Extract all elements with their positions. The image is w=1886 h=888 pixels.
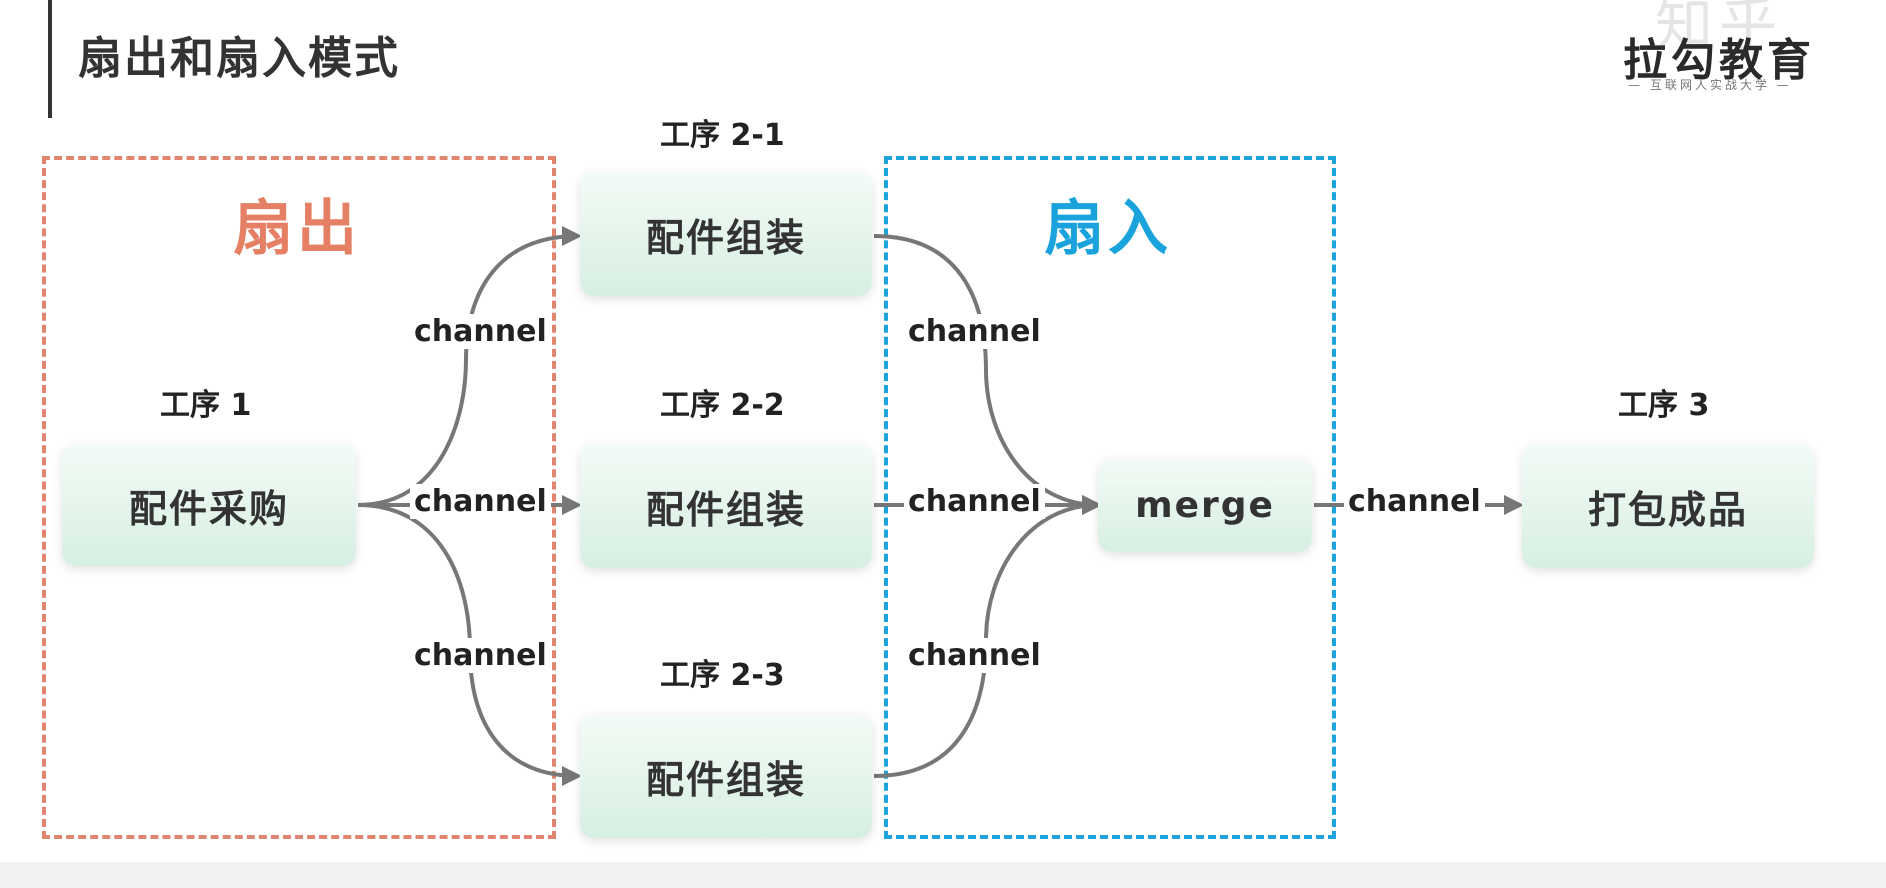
fanout-group-box [42, 156, 556, 839]
channel-label-s22-merge: channel [904, 484, 1045, 519]
watermark: 知乎 [1655, 0, 1784, 59]
logo-name: 拉勾教育 [1623, 35, 1815, 86]
step-2-3-label: 工序 2-3 [660, 658, 785, 693]
node-packaging: 打包成品 [1522, 444, 1814, 568]
logo-tagline: — 互联网人实战大学 — [1628, 78, 1792, 92]
node-assembly-1: 配件组装 [580, 172, 872, 296]
channel-label-s21-merge: channel [904, 314, 1045, 349]
node-merge: merge [1098, 458, 1312, 552]
title-accent-bar [48, 0, 52, 118]
fanin-group-label: 扇入 [1044, 194, 1172, 264]
page-title: 扇出和扇入模式 [78, 33, 400, 84]
arrow-s1-to-s21 [357, 226, 582, 507]
node-purchase: 配件采购 [62, 444, 356, 566]
node-assembly-2: 配件组装 [580, 444, 872, 568]
step-2-2-label: 工序 2-2 [660, 388, 785, 423]
channel-label-s23-merge: channel [904, 638, 1045, 673]
bottom-strip [0, 862, 1886, 888]
node-assembly-3: 配件组装 [580, 714, 872, 838]
channel-label-merge-s3: channel [1344, 484, 1485, 519]
fanout-group-label: 扇出 [233, 194, 361, 264]
brand-logo: 拉勾教育 — 互联网人实战大学 — [1605, 18, 1835, 100]
step-3-label: 工序 3 [1618, 388, 1710, 423]
step-2-1-label: 工序 2-1 [660, 118, 785, 153]
channel-label-s1-s21: channel [410, 314, 551, 349]
step-1-label: 工序 1 [160, 388, 252, 423]
channel-label-s1-s23: channel [410, 638, 551, 673]
channel-label-s1-s22: channel [410, 484, 551, 519]
arrow-s21-to-merge [873, 234, 1102, 515]
fanin-group-box [884, 156, 1336, 839]
